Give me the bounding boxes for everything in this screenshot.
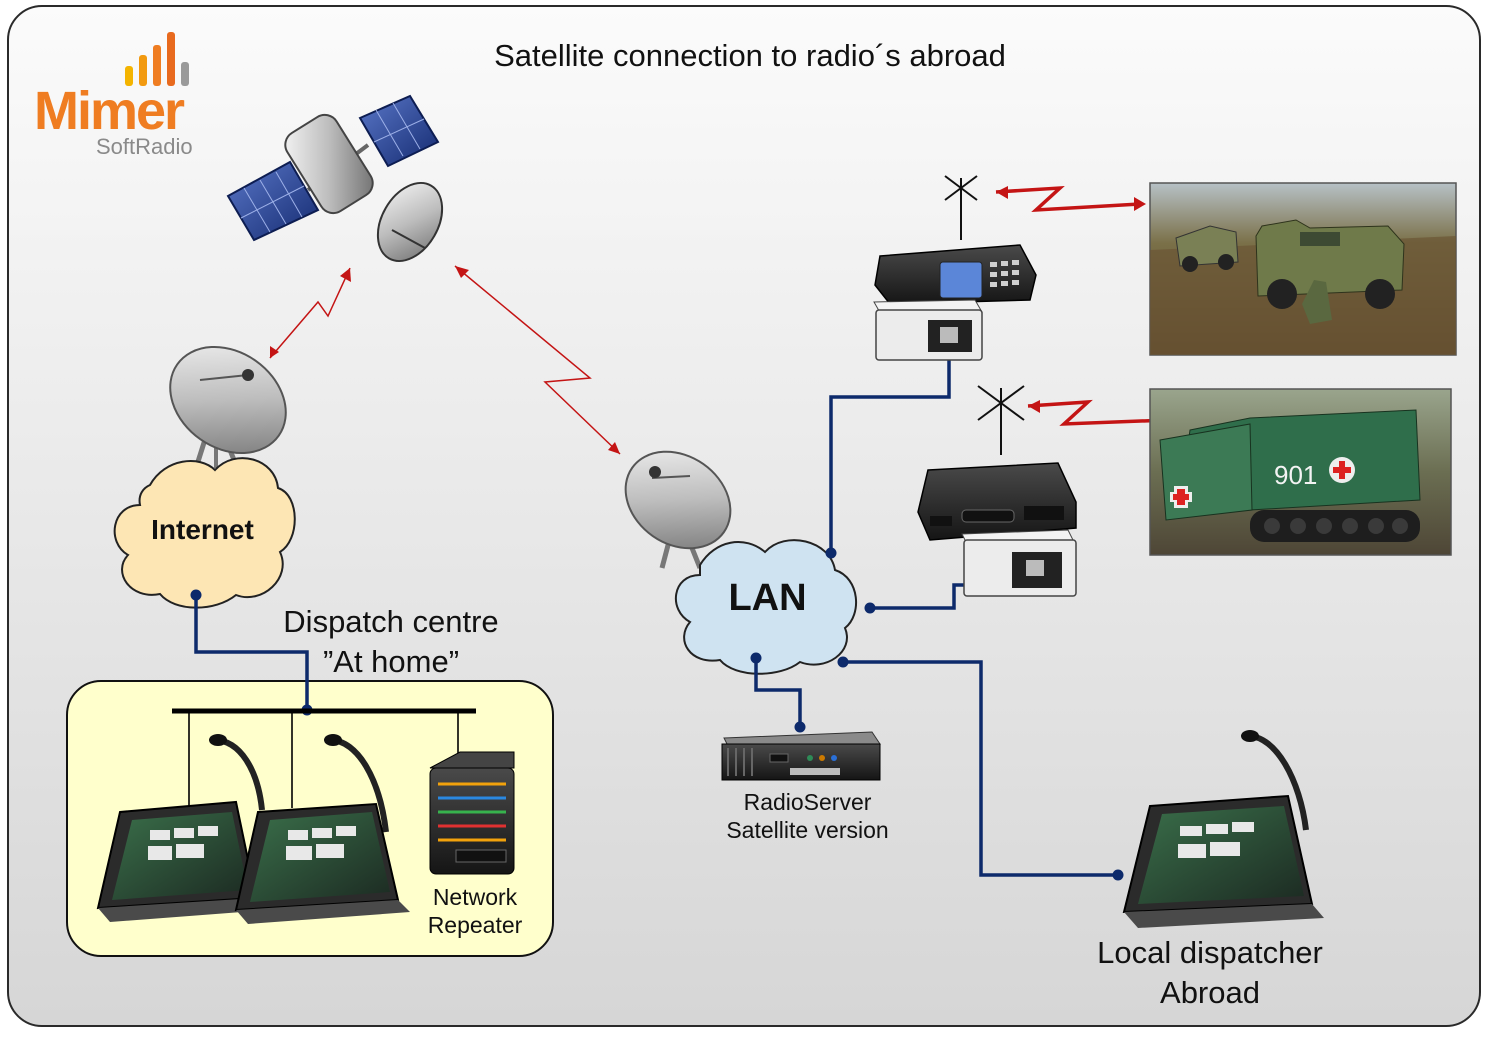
- local-dispatcher-line-1: Local dispatcher: [1097, 935, 1323, 970]
- internet-label: Internet: [151, 514, 254, 545]
- desk-radio-icon: [917, 462, 1077, 541]
- home-bus: [172, 708, 476, 808]
- network-repeater-line-2: Repeater: [427, 912, 523, 938]
- satellite-dish-abroad-icon: [624, 450, 732, 569]
- dispatch-centre-line-2: ”At home”: [322, 644, 460, 679]
- mobile-radio-icon: [874, 244, 1037, 305]
- mimer-logo-icon: [125, 32, 189, 86]
- dispatch-console-home-1-icon: [96, 734, 268, 922]
- sat-home-radio-link: [269, 267, 351, 359]
- lan-mobile-radio-link: [829, 340, 951, 553]
- network-repeater-label: Network Repeater: [400, 883, 550, 939]
- radioserver-label: RadioServer Satellite version: [700, 788, 915, 844]
- local-dispatcher-line-2: Abroad: [1160, 975, 1260, 1010]
- lan-label: LAN: [728, 577, 807, 619]
- vehicle-badge: 901: [1274, 460, 1317, 490]
- lan-local-dispatcher-link: [843, 660, 1118, 877]
- desk-vehicle-radio-link: [1027, 399, 1169, 426]
- desk-radio-interface-box-icon: [961, 529, 1077, 597]
- radioserver-line-2: Satellite version: [726, 817, 889, 843]
- desk-radio-antenna-icon: [977, 385, 1025, 455]
- logo-wordmark: Mimer: [34, 81, 185, 141]
- dispatch-centre-label: Dispatch centre ”At home”: [246, 602, 536, 682]
- network-connection-dots: [190, 547, 1124, 881]
- mobile-radio-antenna-icon: [944, 175, 978, 240]
- satellite-icon: [226, 94, 444, 262]
- network-repeater-line-1: Network: [432, 884, 518, 910]
- dispatch-centre-line-1: Dispatch centre: [283, 604, 499, 639]
- sat-abroad-radio-link: [454, 265, 621, 455]
- tracked-ambulance-photo: 901: [1149, 388, 1452, 556]
- logo-subtitle: SoftRadio: [96, 134, 193, 159]
- internet-cloud: [113, 457, 296, 609]
- radioserver-icon: [721, 731, 881, 781]
- lan-cloud: [674, 539, 858, 675]
- network-repeater-icon: [429, 751, 515, 875]
- dispatch-console-abroad-icon: [1122, 730, 1324, 928]
- mobile-radio-interface-box-icon: [873, 299, 983, 361]
- internet-home-link: [194, 595, 309, 710]
- local-dispatcher-label: Local dispatcher Abroad: [1050, 933, 1370, 1013]
- mobile-vehicle-radio-link: [995, 185, 1141, 213]
- satellite-dish-home-icon: [169, 345, 287, 471]
- diagram-title: Satellite connection to radio´s abroad: [494, 38, 1006, 73]
- military-vehicle-photo: [1149, 182, 1457, 356]
- network-links: [194, 340, 1118, 877]
- lan-radioserver-link: [754, 658, 802, 727]
- dispatch-console-home-2-icon: [234, 734, 410, 924]
- radioserver-line-1: RadioServer: [743, 789, 872, 815]
- radio-links: [269, 185, 1169, 455]
